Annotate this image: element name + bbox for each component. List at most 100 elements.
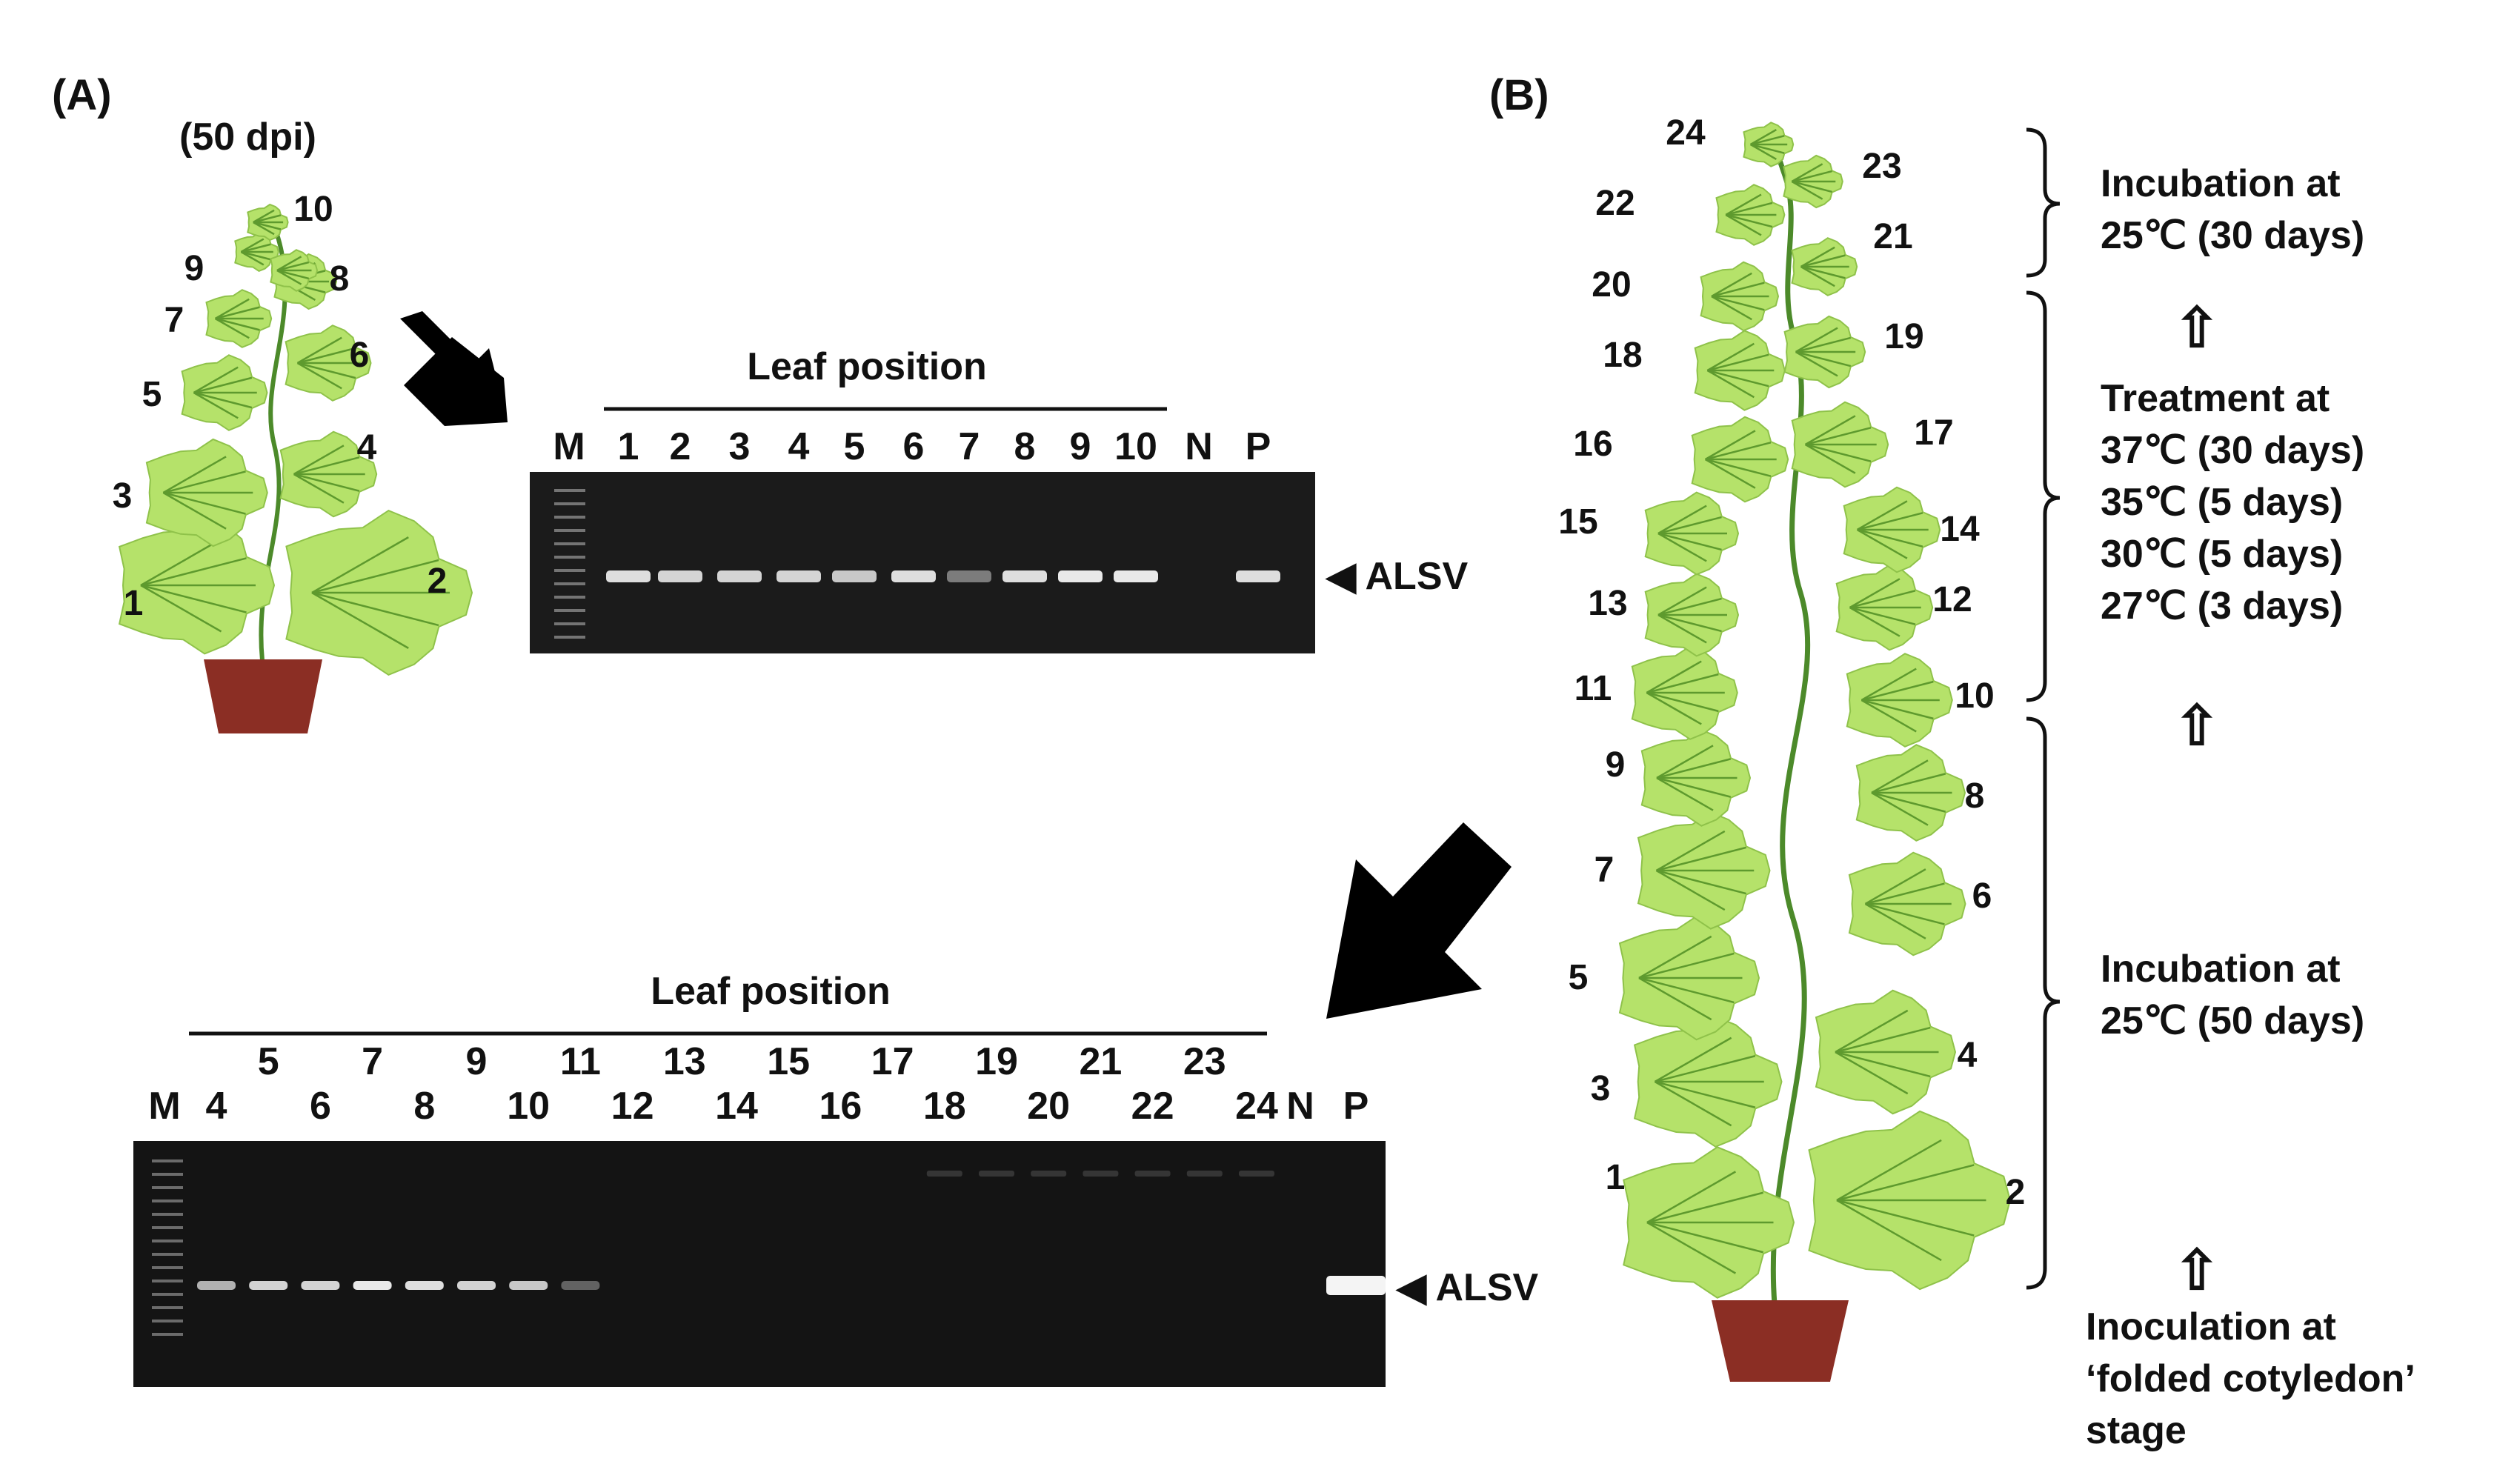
ladder-band [152,1240,183,1242]
timeline-steps: Incubation at 25℃ (30 days) ⇧ Treatment … [2086,162,2415,1452]
alsv-band [197,1281,236,1290]
leaf-number: 4 [1958,1036,1978,1075]
leaf-number: 18 [1603,336,1642,375]
gel-a-lane-label: 10 [1114,425,1157,468]
gel-b-lane-label: 24 [1235,1085,1278,1128]
leaf-shape [118,516,276,655]
leaf-number: 3 [1591,1069,1611,1108]
ladder-band [554,556,585,559]
leaf-number: 5 [142,375,162,414]
step-treat-line5: 27℃ (3 days) [2101,585,2343,628]
leaf-shape [1743,122,1795,167]
leaf-shape [285,325,372,402]
gel-b-lane-label: 10 [507,1085,550,1128]
step-mid-line1: Incubation at [2101,948,2341,991]
gel-a-title: Leaf position [747,345,987,388]
gel-b-title: Leaf position [651,970,891,1013]
alsv-band [457,1281,496,1290]
leaf-number: 8 [330,259,350,299]
leaf-shape [1808,1110,2012,1291]
gel-a-lane-label: 6 [903,425,925,468]
alsv-band [353,1281,392,1290]
ladder-band [152,1266,183,1269]
leaf-shape [205,289,273,348]
leaf-number: 21 [1873,217,1912,256]
gel-b-lane-label-top: 7 [362,1040,383,1083]
step-inoc-line3: stage [2086,1409,2187,1452]
leaf-shape [1631,645,1738,740]
leaf-shape [234,231,279,273]
ladder-band [554,609,585,612]
gel-a-lane-label: M [553,425,585,468]
gel-b-alsv-marker: ◀ ALSV [1395,1266,1539,1309]
background-smear [979,1171,1014,1177]
leaf-shape [181,354,268,431]
gel-b-lane-label: 12 [611,1085,654,1128]
step-treat-line1: Treatment at [2101,377,2330,420]
gel-b-lane-label-top: 15 [767,1040,810,1083]
leaf-number: 5 [1569,958,1589,997]
leaf-shape [1700,261,1780,332]
leaf-shape [1644,491,1740,576]
leaf-number: 20 [1592,265,1631,305]
leaf-shape [1715,184,1786,246]
leaf-shape [1835,564,1934,651]
step-inoc-line1: Inoculation at [2086,1305,2336,1348]
leaf-shape [247,203,289,242]
ladder-band [152,1226,183,1229]
leaf-shape [1783,315,1866,389]
leaf-number: 10 [1955,676,1994,716]
alsv-band [717,570,762,582]
background-smear [1031,1171,1067,1177]
step-top-line1: Incubation at [2101,162,2341,205]
leaf-number: 7 [1594,851,1615,890]
background-smear [1134,1171,1171,1177]
leaf-shape [1846,653,1953,748]
gel-a-lane-label: N [1185,425,1213,468]
timeline-brackets [2026,127,2061,1290]
leaf-number: 1 [124,584,144,623]
gel-b-lane-label-top: 13 [663,1040,706,1083]
leaf-number: 15 [1558,502,1597,542]
gel-a-lane-label: 4 [788,425,810,468]
gel-b-image [133,1141,1386,1387]
alsv-band [832,570,877,582]
ladder-band [554,622,585,625]
leaf-number: 8 [1965,776,1985,816]
ladder-band [554,529,585,532]
alsv-band [658,570,702,582]
ladder-band [152,1333,183,1336]
alsv-band [1236,570,1280,582]
leaf-number: 1 [1606,1158,1626,1197]
ladder-band [152,1306,183,1309]
ladder-band [554,596,585,599]
background-smear [1239,1171,1274,1177]
alsv-band [509,1281,548,1290]
step-treat-line2: 37℃ (30 days) [2101,429,2364,472]
leaf-number: 7 [164,301,184,340]
leaf-number: 17 [1914,413,1953,453]
leaf-shape [1637,811,1771,930]
background-smear [926,1171,962,1177]
panel-b-label: (B) [1489,71,1549,119]
leaf-shape [1791,237,1858,296]
gel-b-lane-label-top: 21 [1079,1040,1122,1083]
leaf-number: 11 [1574,669,1612,708]
gel-b-lane-label: 6 [310,1085,331,1128]
leaf-number: 6 [1972,876,1992,916]
gel-a-alsv-marker: ◀ ALSV [1325,555,1469,598]
ladder-band [554,569,585,572]
gel-a-lane-label: 3 [729,425,751,468]
stage-label: (50 dpi) [179,116,316,159]
leaf-number: 16 [1573,425,1612,464]
gel-b-lane-label: M [148,1085,180,1128]
step-top-line2: 25℃ (30 days) [2101,214,2364,257]
leaf-number: 19 [1884,317,1923,356]
leaf-number: 3 [113,476,133,516]
gel-b-lane-label-top: 17 [871,1040,914,1083]
alsv-band [561,1281,600,1290]
